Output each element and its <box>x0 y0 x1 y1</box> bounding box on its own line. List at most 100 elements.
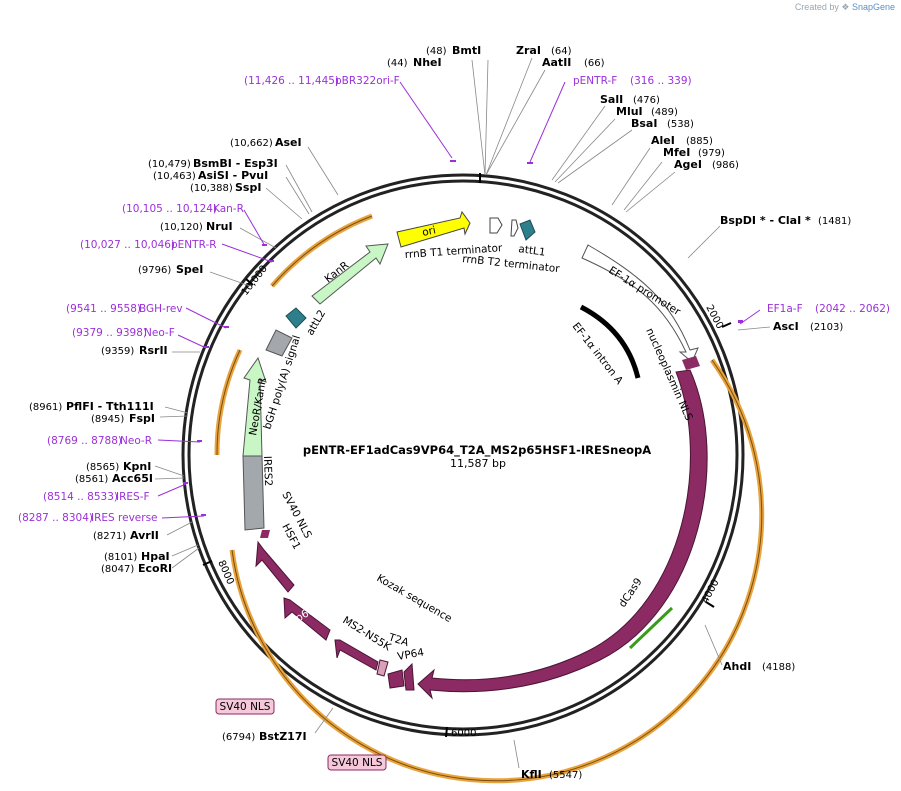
site-bsai-pos: (538) <box>667 119 694 130</box>
site-bsai: BsaI <box>631 117 657 130</box>
site-fspi: FspI <box>129 412 155 425</box>
primer-kan-r-range: (10,105 .. 10,124) <box>122 203 217 215</box>
site-hpai: HpaI <box>141 550 170 563</box>
site-nhei-pos: (44) <box>387 58 408 69</box>
tick-label-4000: 4000 <box>700 578 722 606</box>
site-nrui: NruI <box>206 220 233 233</box>
site-kfli-pos: (5547) <box>549 770 582 781</box>
primer-bgh-rev-range: (9541 .. 9558) <box>66 303 141 315</box>
ef1a-promoter-feature <box>581 244 699 363</box>
site-bmti: BmtI <box>452 44 481 57</box>
np-nls-feature <box>682 356 700 370</box>
site-pflfi-pos: (8961) <box>29 402 62 413</box>
tick-2000 <box>721 322 732 328</box>
site-kpni: KpnI <box>123 460 151 473</box>
backbone-outer-ring <box>181 173 745 737</box>
tick-label-6000: 6000 <box>451 728 476 739</box>
site-aatii-pos: (66) <box>584 58 605 69</box>
site-aatii: AatII <box>542 56 571 69</box>
primer-pbr322-range: (11,426 .. 11,445) <box>244 75 339 87</box>
site-asci-pos: (2103) <box>810 322 843 333</box>
rrnb-t1-feature <box>489 217 503 234</box>
ms2-feature <box>334 639 379 671</box>
site-nrui-pos: (10,120) <box>160 222 203 233</box>
site-bsmbi-pos: (10,479) <box>148 159 191 170</box>
primer-ires-f: IRES-F <box>116 491 150 503</box>
primer-leaders <box>157 81 761 519</box>
vp64-feature <box>403 662 415 691</box>
site-ecori-pos: (8047) <box>101 564 134 575</box>
site-ecori: EcoRI <box>138 562 172 575</box>
sv40-nls-box-1-text: SV40 NLS <box>220 701 271 713</box>
label-ef1a-intron: EF-1α intron A <box>570 320 626 387</box>
site-mlui-pos: (489) <box>651 107 678 118</box>
attl2-feature <box>285 307 307 329</box>
tick-4000 <box>705 601 715 608</box>
primer-neo-r-range: (8769 .. 8788) <box>47 435 122 447</box>
site-mfei-pos: (979) <box>698 148 725 159</box>
label-ires2: IRES2 <box>261 456 274 487</box>
site-bspdi-clai-pos: (1481) <box>818 216 851 227</box>
site-ahdi-pos: (4188) <box>762 662 795 673</box>
site-nhei: NheI <box>413 56 442 69</box>
site-sali: SalI <box>600 93 623 106</box>
site-bstz17i-pos: (6794) <box>222 732 255 743</box>
p65-feature <box>283 597 331 641</box>
site-fspi-pos: (8945) <box>91 414 124 425</box>
site-bmti-pos: (48) <box>426 46 447 57</box>
site-bspdi-clai: BspDI * - ClaI * <box>720 214 811 227</box>
ef1a-intron-feature <box>579 304 641 379</box>
attl1-feature <box>519 219 536 241</box>
site-sali-pos: (476) <box>633 95 660 106</box>
site-kpni-pos: (8565) <box>86 462 119 473</box>
site-leaders <box>154 57 771 769</box>
green-feature-arrow <box>628 606 674 650</box>
primer-ires-f-range: (8514 .. 8533) <box>43 491 118 503</box>
primer-pentr-f: pENTR-F <box>573 75 617 87</box>
site-bstz17i: BstZ17I <box>259 730 307 743</box>
primer-neo-r: Neo-R <box>120 435 152 447</box>
site-zrai: ZraI <box>516 44 541 57</box>
orange-arc-top-left-inner <box>271 215 373 287</box>
site-acc65i: Acc65I <box>112 472 153 485</box>
orange-arc-left-inner <box>216 349 241 456</box>
dcas9-feature <box>417 369 708 700</box>
backbone-inner-ring <box>187 179 739 731</box>
site-mfei: MfeI <box>663 146 690 159</box>
primer-marks <box>183 160 743 516</box>
site-alei: AleI <box>651 134 675 147</box>
primer-pentr-f-range: (316 .. 339) <box>630 75 692 87</box>
sv40-nls-box-1 <box>215 698 275 715</box>
site-rsrii-pos: (9359) <box>101 346 134 357</box>
plasmid-title: pENTR-EF1adCas9VP64_T2A_MS2p65HSF1-IRESn… <box>303 443 651 458</box>
site-spei: SpeI <box>176 263 203 276</box>
primer-neo-f: Neo-F <box>144 327 175 339</box>
label-kozak: Kozak sequence <box>375 572 454 625</box>
primer-ef1a-f-range: (2042 .. 2062) <box>815 303 890 315</box>
site-spei-pos: (9796) <box>138 265 171 276</box>
hsf1-feature <box>255 540 295 593</box>
label-dcas9: dCas9 <box>617 576 645 610</box>
tick-6000 <box>445 726 448 738</box>
site-hpai-pos: (8101) <box>104 552 137 563</box>
site-asei: AseI <box>275 136 302 149</box>
primer-ef1a-f: EF1a-F <box>767 303 803 315</box>
sv40-nls-box-2-text: SV40 NLS <box>332 757 383 769</box>
site-asisi: AsiSI - PvuI <box>198 169 268 182</box>
site-sspi-pos: (10,388) <box>190 183 233 194</box>
site-ahdi: AhdI <box>723 660 751 673</box>
primer-neo-f-range: (9379 .. 9398) <box>72 327 147 339</box>
label-rrnb-t2: rrnB T2 terminator <box>462 253 561 275</box>
rrnb-t2-feature <box>510 219 519 237</box>
t2a-feature <box>376 659 389 677</box>
label-ori: ori <box>421 224 437 239</box>
primer-ires-rev: IRES reverse <box>91 512 158 524</box>
orange-arc-right-inner <box>231 359 763 782</box>
vp64-arrow <box>387 669 405 689</box>
site-asei-pos: (10,662) <box>230 138 273 149</box>
primer-ires-rev-range: (8287 .. 8304) <box>18 512 93 524</box>
right-sites: (48) BmtI (44) NheI ZraI (64) AatII (66)… <box>222 44 851 781</box>
site-avrii-pos: (8271) <box>93 531 126 542</box>
site-avrii: AvrII <box>130 529 159 542</box>
